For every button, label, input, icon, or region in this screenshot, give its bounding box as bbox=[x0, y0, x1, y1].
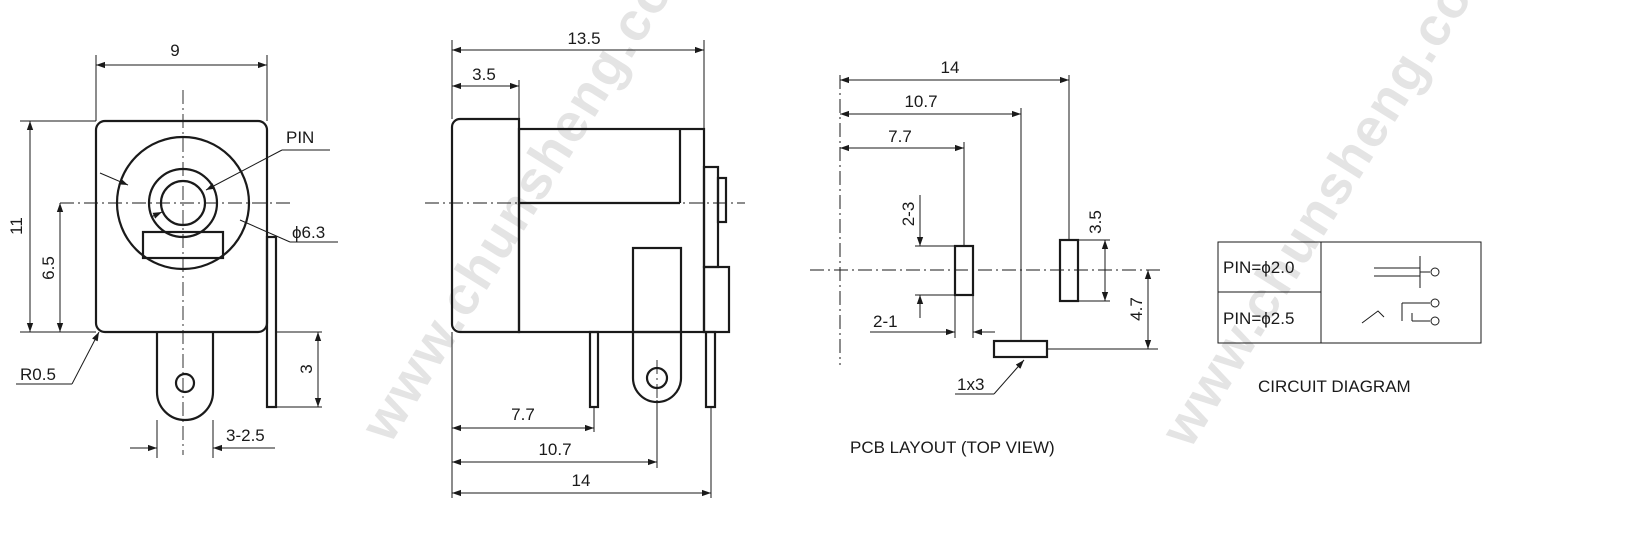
dim-side-pin-2: 10.7 bbox=[538, 440, 571, 459]
dim-side-length: 13.5 bbox=[567, 29, 600, 48]
dim-front-radius: R0.5 bbox=[20, 365, 56, 384]
dim-pcb-2-3: 2-3 bbox=[899, 202, 918, 227]
circuit-diagram-title: CIRCUIT DIAGRAM bbox=[1258, 377, 1411, 396]
side-back-plate bbox=[702, 165, 720, 269]
dim-pcb-14: 14 bbox=[941, 58, 960, 77]
circuit-row-1-label: PIN=ϕ2.0 bbox=[1223, 258, 1294, 277]
front-view: 9 11 6.5 PIN ϕ6.3 R0.5 3 3-2.5 bbox=[7, 41, 338, 458]
pcb-layout-title: PCB LAYOUT (TOP VIEW) bbox=[850, 438, 1055, 457]
dim-front-diameter: ϕ6.3 bbox=[292, 223, 325, 242]
dim-front-width: 9 bbox=[170, 41, 179, 60]
side-pin-1 bbox=[588, 330, 600, 409]
dim-pcb-4-7: 4.7 bbox=[1127, 297, 1146, 321]
dim-pcb-7-7: 7.7 bbox=[888, 127, 912, 146]
dim-pcb-10-7: 10.7 bbox=[904, 92, 937, 111]
front-tab-hole bbox=[174, 372, 196, 394]
front-body-outline bbox=[94, 119, 269, 334]
pcb-slot-3 bbox=[992, 339, 1049, 359]
front-bottom-tab bbox=[155, 332, 215, 422]
circuit-switch-symbol bbox=[1361, 310, 1385, 324]
pcb-layout: 14 10.7 7.7 2-3 3.5 2-1 4.7 1x3 bbox=[810, 58, 1160, 457]
pcb-slot-2 bbox=[1058, 238, 1080, 303]
circuit-diagram: PIN=ϕ2.0 PIN=ϕ2.5 CIRCUIT DIAGRAM bbox=[1217, 241, 1482, 396]
dim-pcb-1x3: 1x3 bbox=[957, 375, 984, 394]
side-flange bbox=[450, 117, 521, 334]
front-pin-label: PIN bbox=[286, 128, 314, 147]
side-view: 13.5 3.5 7.7 10.7 14 bbox=[425, 29, 745, 498]
dim-pcb-2-1: 2-1 bbox=[873, 312, 898, 331]
dim-side-pin-3: 14 bbox=[572, 471, 591, 490]
side-pin-3 bbox=[704, 330, 717, 409]
dim-front-tab-offset: 3-2.5 bbox=[226, 426, 265, 445]
dim-front-center-height: 6.5 bbox=[39, 256, 58, 280]
front-side-pin bbox=[265, 235, 278, 409]
pcb-slot-1 bbox=[953, 244, 975, 297]
dim-side-step: 3.5 bbox=[472, 65, 496, 84]
dim-pcb-3-5: 3.5 bbox=[1086, 210, 1105, 234]
circuit-center-pin-symbol bbox=[1374, 267, 1421, 277]
circuit-row-2-label: PIN=ϕ2.5 bbox=[1223, 309, 1294, 328]
dim-front-height: 11 bbox=[7, 217, 26, 235]
dim-front-tab-height: 3 bbox=[297, 364, 316, 373]
dim-side-pin-1: 7.7 bbox=[511, 405, 535, 424]
